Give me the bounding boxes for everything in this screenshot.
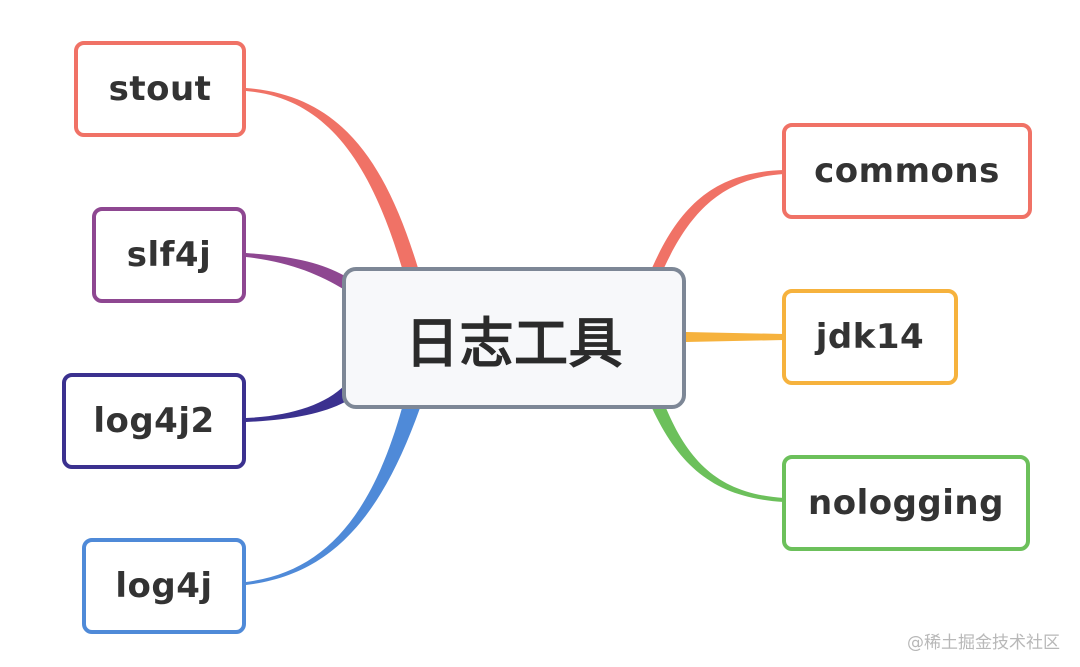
node-label: stout	[108, 69, 212, 109]
node-stout[interactable]: stout	[74, 41, 246, 137]
watermark-text: @稀土掘金技术社区	[907, 633, 1060, 653]
node-label: log4j	[115, 566, 213, 606]
node-label: jdk14	[815, 317, 925, 357]
link-nologging	[652, 408, 784, 502]
link-log4j	[246, 408, 420, 585]
link-log4j2	[246, 385, 345, 422]
node-label: slf4j	[126, 235, 212, 275]
link-jdk14	[686, 332, 784, 342]
node-slf4j[interactable]: slf4j	[92, 207, 246, 303]
node-label: nologging	[808, 483, 1004, 523]
node-label: commons	[814, 151, 1000, 191]
node-label: log4j2	[93, 401, 215, 441]
node-log4j2[interactable]: log4j2	[62, 373, 246, 469]
node-nologging[interactable]: nologging	[782, 455, 1030, 551]
link-stout	[246, 88, 418, 268]
link-commons	[652, 170, 784, 268]
node-commons[interactable]: commons	[782, 123, 1032, 219]
link-slf4j	[246, 253, 345, 290]
root-node[interactable]: 日志工具	[342, 267, 686, 409]
node-log4j[interactable]: log4j	[82, 538, 246, 634]
root-label: 日志工具	[405, 311, 623, 375]
node-jdk14[interactable]: jdk14	[782, 289, 958, 385]
